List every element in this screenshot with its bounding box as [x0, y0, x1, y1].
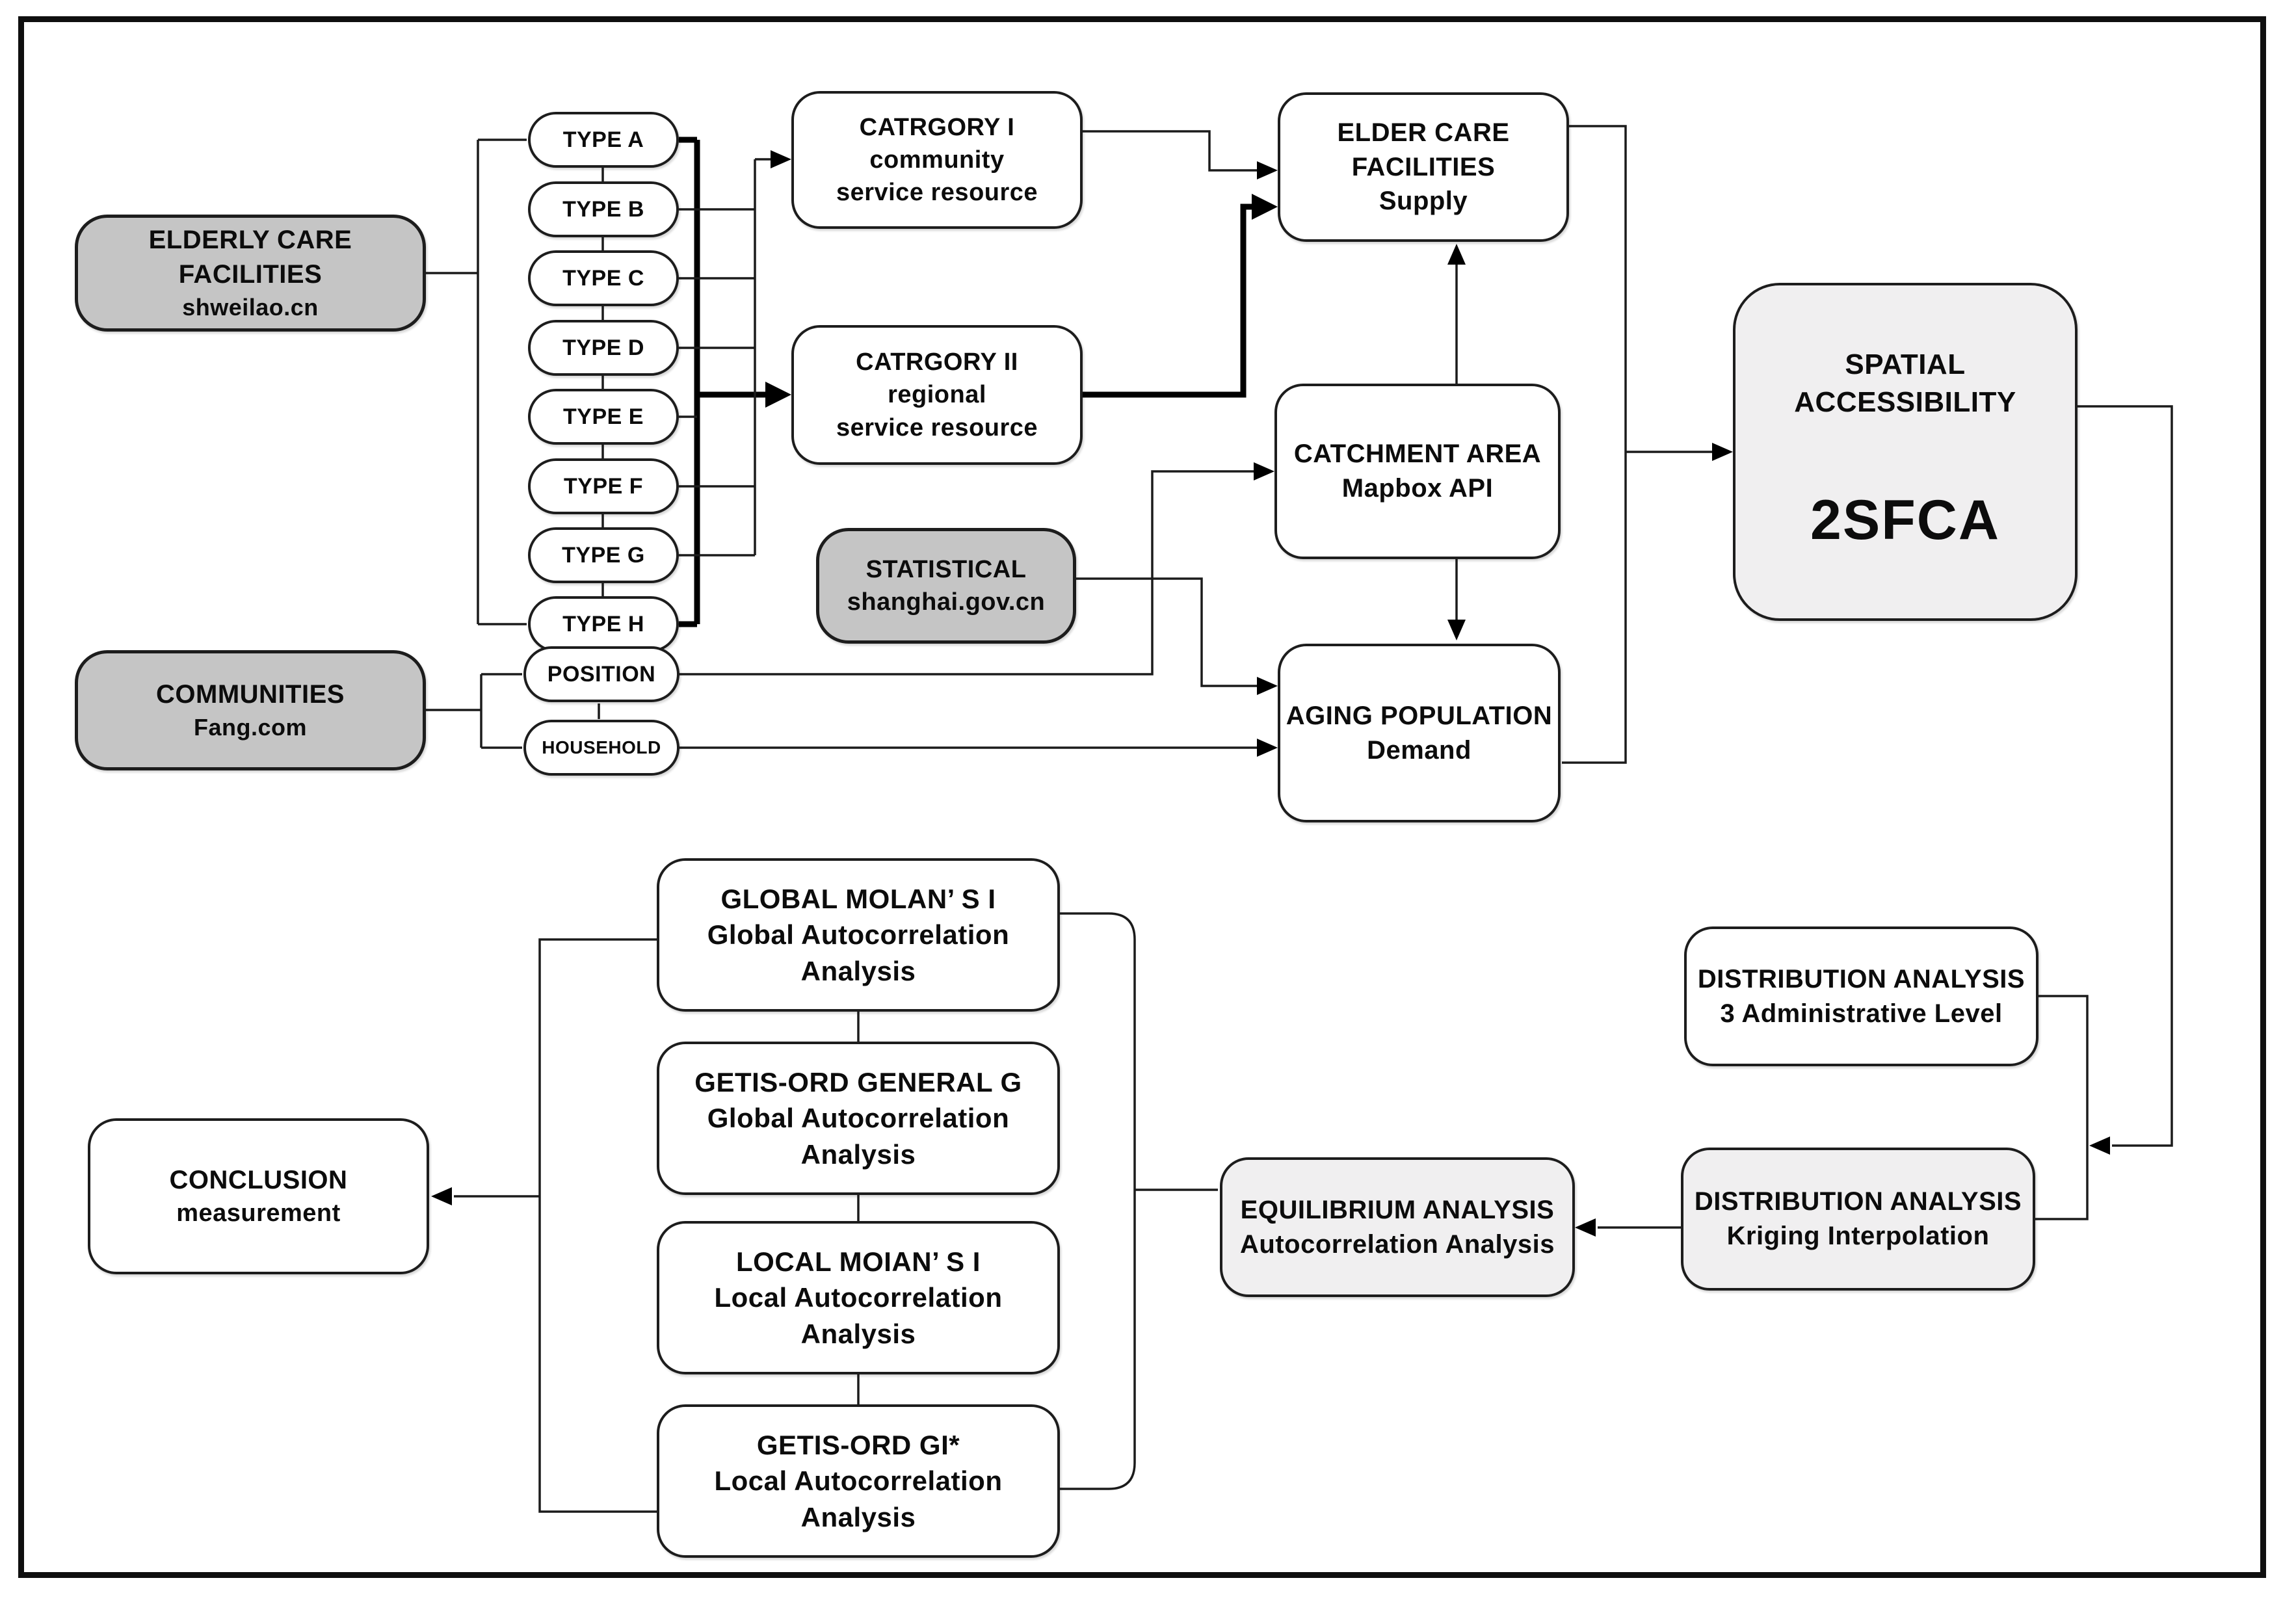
node-getis-ord-general-g: GETIS-ORD GENERAL G Global Autocorrelati…	[657, 1042, 1060, 1195]
node-label: TYPE B	[562, 196, 644, 222]
node-label: HOUSEHOLD	[542, 737, 661, 757]
node-subtitle: Global Autocorrelation Analysis	[707, 1103, 1010, 1170]
node-subtitle: Supply	[1379, 187, 1468, 216]
node-aging-population-demand: AGING POPULATION Demand	[1278, 644, 1561, 822]
node-title: STATISTICAL	[865, 555, 1027, 583]
node-type-h: TYPE H	[528, 596, 679, 652]
node-big-label: 2SFCA	[1810, 489, 2000, 552]
node-global-moran: GLOBAL MOLAN’ S I Global Autocorrelation…	[657, 858, 1060, 1012]
node-subtitle: measurement	[176, 1200, 341, 1228]
node-elder-care-supply: ELDER CARE FACILITIES Supply	[1278, 92, 1569, 242]
node-subtitle: 3 Administrative Level	[1720, 999, 2003, 1028]
node-subtitle: Mapbox API	[1341, 474, 1494, 503]
node-subtitle: Autocorrelation Analysis	[1240, 1229, 1555, 1259]
node-conclusion-measurement: CONCLUSION measurement	[88, 1118, 429, 1274]
node-position: POSITION	[523, 646, 680, 702]
node-category2: CATRGORY II regional service resource	[791, 325, 1083, 465]
node-line2: community	[869, 146, 1005, 174]
node-title: CONCLUSION	[169, 1165, 348, 1194]
node-title: SPATIAL ACCESSIBILITY	[1794, 348, 2016, 419]
node-label: TYPE D	[562, 335, 644, 360]
node-distribution-analysis-kriging: DISTRIBUTION ANALYSIS Kriging Interpolat…	[1681, 1148, 2035, 1291]
node-type-b: TYPE B	[528, 181, 679, 237]
node-label: TYPE G	[562, 542, 645, 568]
node-title: AGING POPULATION	[1286, 701, 1553, 730]
node-elderly-care-facilities-source: ELDERLY CARE FACILITIES shweilao.cn	[75, 215, 426, 332]
node-title: GETIS-ORD GENERAL G	[694, 1066, 1022, 1097]
node-title: CATCHMENT AREA	[1293, 440, 1542, 469]
node-label: TYPE E	[563, 404, 644, 429]
node-title: ELDERLY CARE FACILITIES	[148, 226, 352, 289]
node-title: GETIS-ORD GI*	[756, 1429, 960, 1460]
diagram-border-frame	[18, 16, 2266, 1578]
node-distribution-analysis-admin: DISTRIBUTION ANALYSIS 3 Administrative L…	[1684, 926, 2039, 1066]
node-getis-ord-gi-star: GETIS-ORD GI* Local Autocorrelation Anal…	[657, 1404, 1060, 1558]
node-communities-source: COMMUNITIES Fang.com	[75, 650, 426, 770]
node-statistical-source: STATISTICAL shanghai.gov.cn	[816, 528, 1076, 644]
node-title: DISTRIBUTION ANALYSIS	[1694, 1187, 2022, 1216]
node-label: TYPE A	[562, 127, 644, 152]
node-subtitle: Fang.com	[193, 714, 307, 741]
node-type-e: TYPE E	[528, 389, 679, 445]
node-spatial-accessibility-2sfca: SPATIAL ACCESSIBILITY 2SFCA	[1733, 283, 2078, 621]
node-line3: service resource	[836, 414, 1038, 441]
node-label: POSITION	[547, 661, 656, 687]
node-label: TYPE C	[562, 265, 644, 291]
node-title: EQUILIBRIUM ANALYSIS	[1240, 1195, 1555, 1224]
node-equilibrium-analysis: EQUILIBRIUM ANALYSIS Autocorrelation Ana…	[1220, 1157, 1575, 1297]
node-type-c: TYPE C	[528, 250, 679, 306]
node-type-g: TYPE G	[528, 527, 679, 583]
node-label: TYPE H	[562, 611, 644, 637]
node-household: HOUSEHOLD	[523, 720, 680, 776]
node-subtitle: Demand	[1367, 735, 1471, 765]
node-title: CATRGORY II	[856, 348, 1018, 376]
node-title: LOCAL MOIAN’ S I	[736, 1246, 981, 1277]
node-category1: CATRGORY I community service resource	[791, 91, 1083, 229]
node-subtitle: shweilao.cn	[182, 294, 319, 321]
node-subtitle: Local Autocorrelation Analysis	[714, 1465, 1003, 1532]
node-type-a: TYPE A	[528, 112, 679, 168]
node-subtitle: Global Autocorrelation Analysis	[707, 919, 1010, 986]
node-title: COMMUNITIES	[156, 680, 345, 709]
node-line3: service resource	[836, 179, 1038, 207]
node-title: CATRGORY I	[859, 113, 1015, 141]
node-type-d: TYPE D	[528, 320, 679, 376]
node-title: DISTRIBUTION ANALYSIS	[1697, 964, 2025, 993]
node-subtitle: Kriging Interpolation	[1726, 1222, 1990, 1250]
node-subtitle: Local Autocorrelation Analysis	[714, 1282, 1003, 1349]
node-catchment-area: CATCHMENT AREA Mapbox API	[1274, 384, 1561, 559]
node-title: GLOBAL MOLAN’ S I	[720, 883, 996, 914]
node-title: ELDER CARE FACILITIES	[1337, 118, 1510, 181]
node-type-f: TYPE F	[528, 458, 679, 514]
node-local-moran: LOCAL MOIAN’ S I Local Autocorrelation A…	[657, 1221, 1060, 1374]
node-subtitle: shanghai.gov.cn	[847, 588, 1046, 616]
node-line2: regional	[888, 381, 986, 409]
node-label: TYPE F	[563, 473, 644, 499]
